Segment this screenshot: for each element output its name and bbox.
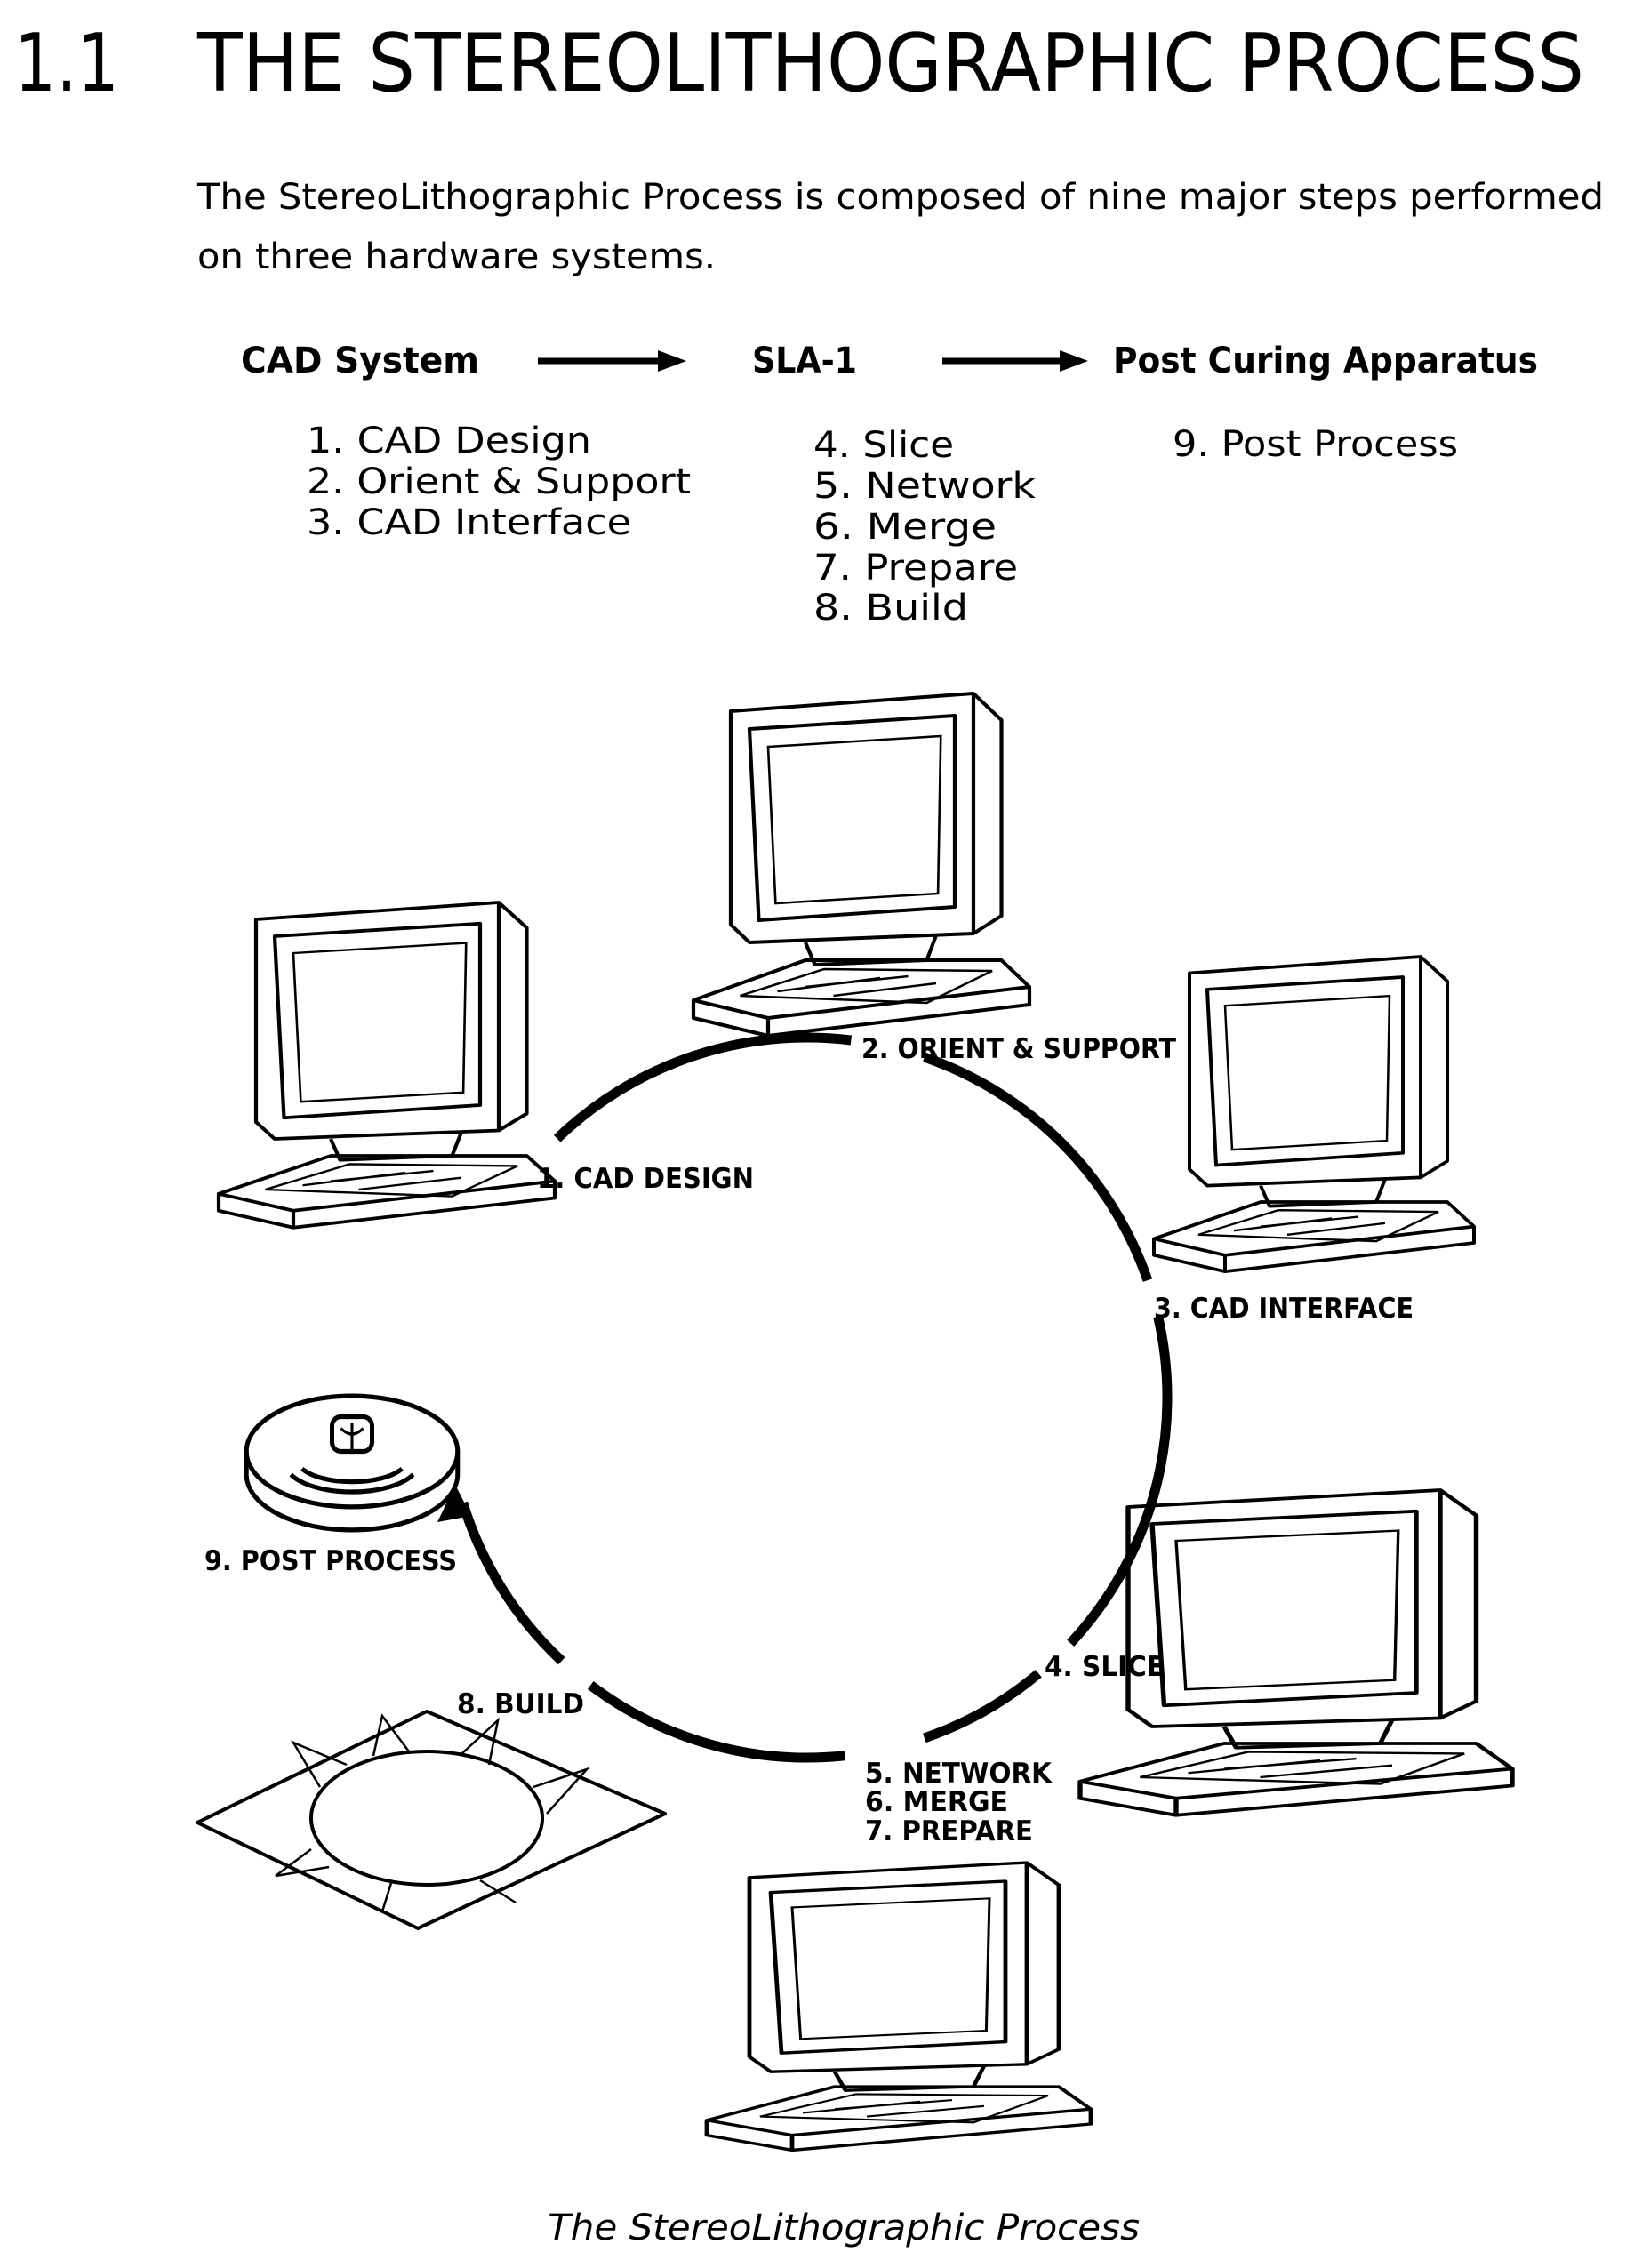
figure-caption: The StereoLithographic Process	[548, 2208, 1140, 2248]
cad-design-workstation-illustration	[219, 902, 555, 1228]
step-item: 6. Merge	[813, 507, 997, 548]
arrow-right-icon	[942, 350, 1088, 372]
step-item: 1. CAD Design	[307, 421, 591, 461]
orient-support-workstation-illustration	[693, 693, 1029, 1036]
cad-interface-workstation-illustration	[1154, 957, 1474, 1271]
label-merge: 6. MERGE	[865, 1786, 1008, 1818]
cycle-arc-segment	[925, 1673, 1038, 1738]
cycle-arc-segment	[1070, 1317, 1167, 1643]
system-sla1: SLA-1	[752, 341, 857, 381]
section-title: THE STEREOLITHOGRAPHIC PROCESS	[196, 17, 1584, 110]
cycle-arc-segment	[557, 1038, 852, 1139]
step-item: 7. Prepare	[813, 548, 1018, 589]
step-item: 8. Build	[813, 588, 968, 629]
label-cad-design: 1. CAD DESIGN	[537, 1163, 754, 1195]
build-part-illustration	[197, 1711, 665, 1928]
label-slice: 4. SLICE	[1045, 1651, 1165, 1683]
section-number: 1.1	[14, 17, 119, 110]
cycle-arc-segment	[463, 1503, 562, 1661]
label-build: 8. BUILD	[457, 1688, 584, 1720]
step-item: 9. Post Process	[1173, 424, 1458, 465]
system-cad: CAD System	[241, 341, 479, 381]
process-cycle	[463, 1038, 1167, 1758]
sla1-steps: 4. Slice 5. Network 6. Merge 7. Prepare …	[813, 425, 1037, 629]
step-item: 2. Orient & Support	[307, 461, 691, 502]
label-cad-interface: 3. CAD INTERFACE	[1154, 1293, 1414, 1325]
step-item: 4. Slice	[813, 425, 954, 466]
post-curing-steps: 9. Post Process	[1173, 424, 1458, 465]
cycle-arc-segment	[925, 1057, 1148, 1280]
label-network: 5. NETWORK	[865, 1758, 1053, 1790]
post-processed-part-illustration	[246, 1396, 458, 1530]
step-item: 3. CAD Interface	[307, 502, 631, 543]
cad-system-steps: 1. CAD Design 2. Orient & Support 3. CAD…	[307, 421, 691, 543]
cycle-arc-segment	[590, 1685, 845, 1758]
system-post-curing: Post Curing Apparatus	[1113, 341, 1538, 381]
intro-line-2: on three hardware systems.	[197, 236, 716, 277]
intro-line-1: The StereoLithographic Process is compos…	[196, 177, 1604, 218]
arrow-right-icon	[538, 350, 686, 372]
label-post-process: 9. POST PROCESS	[204, 1545, 457, 1577]
step-item: 5. Network	[813, 466, 1037, 507]
label-prepare: 7. PREPARE	[865, 1815, 1033, 1847]
label-orient-support: 2. ORIENT & SUPPORT	[861, 1033, 1176, 1065]
network-terminal-illustration	[707, 1863, 1091, 2150]
